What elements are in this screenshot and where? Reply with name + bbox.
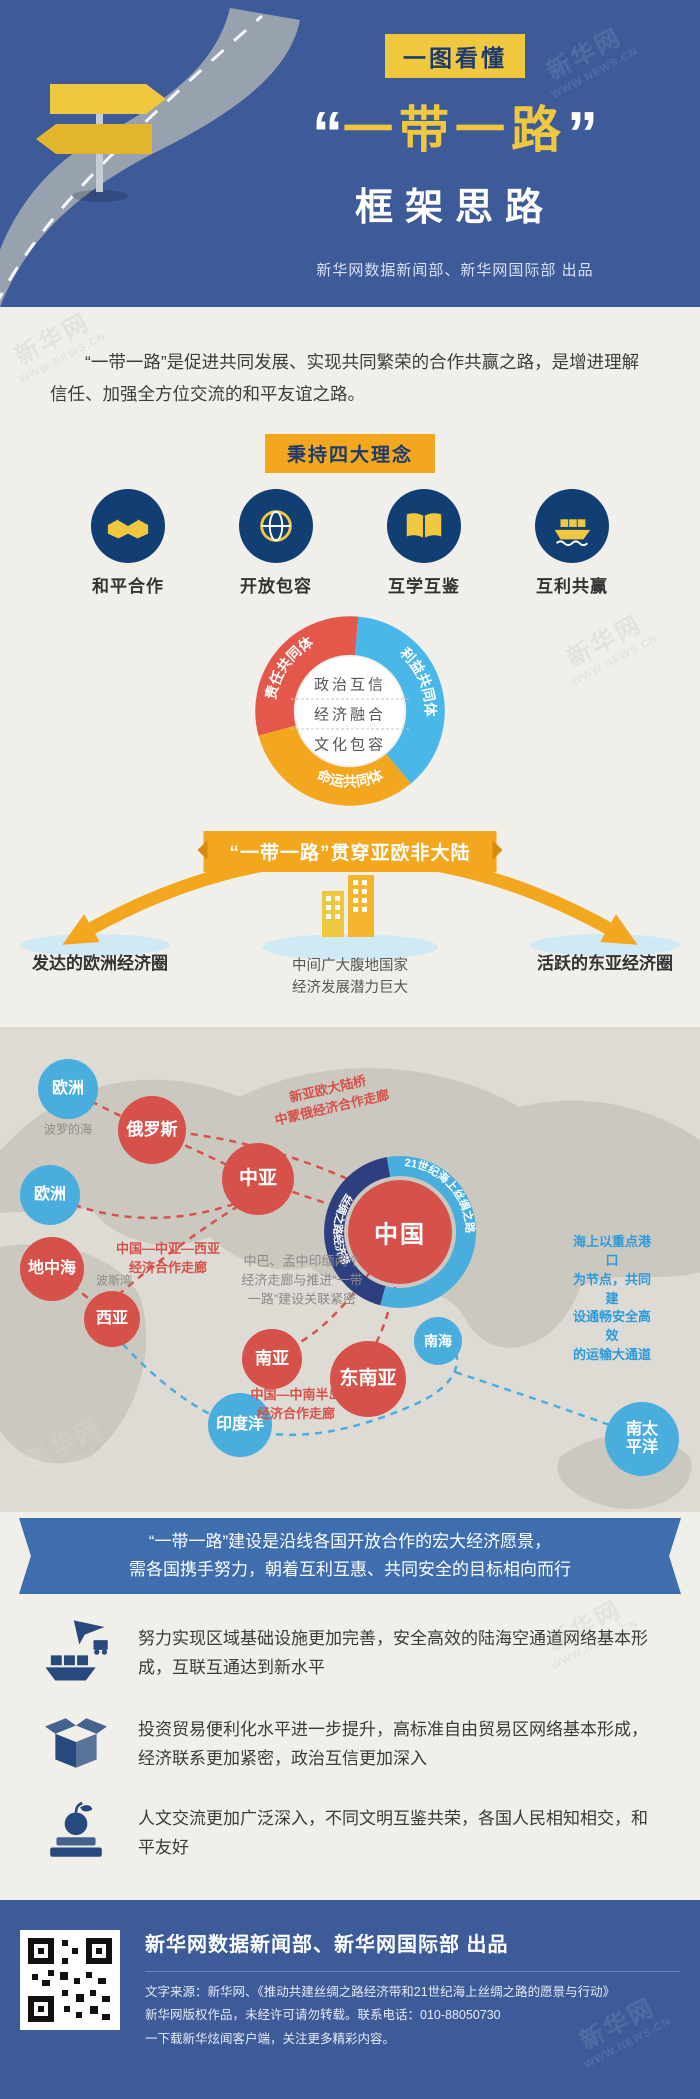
- map-node-europe-south: 欧洲: [20, 1165, 80, 1225]
- road-centerline: [0, 14, 263, 301]
- china-label: 中国: [374, 1221, 426, 1249]
- open-box-icon: [45, 1718, 107, 1768]
- map-node-west-asia: 西亚: [84, 1291, 140, 1347]
- ring-center-text: 政治互信 经济融合 文化包容: [291, 669, 409, 758]
- quote-open: “: [312, 100, 343, 169]
- footer-credit: 新华网数据新闻部、新华网国际部 出品: [145, 1934, 509, 1956]
- concept-mutual-learning: 互学互鉴: [374, 489, 474, 597]
- footer-copyright: 新华网版权作品，未经许可请勿转载。联系电话：010-88050730: [145, 2008, 501, 2023]
- baltic-sea-label: 波罗的海: [43, 1122, 93, 1137]
- footer-source: 文字来源：新华网、《推动共建丝绸之路经济带和21世纪海上丝绸之路的愿景与行动》: [145, 1985, 616, 1999]
- map-node-central-asia: 中亚: [222, 1143, 294, 1215]
- annotation-peninsula-corridor: 中国—中南半岛 经济合作走廊: [250, 1387, 342, 1421]
- ring-segment-interest: [354, 616, 445, 784]
- sea-routes: [117, 1318, 616, 1437]
- ring-label-destiny: 命运共同体: [314, 766, 386, 789]
- corridor-banner: “一带一路”贯穿亚欧非大陆: [197, 831, 503, 872]
- quote-close: ”: [567, 100, 598, 169]
- europe-circle-label: 发达的欧洲经济圈: [32, 954, 168, 973]
- sign-arrow-left-icon: [36, 124, 152, 154]
- map-node-south-asia: 南亚: [242, 1329, 302, 1389]
- map-node-south-china-sea: 南海: [414, 1317, 462, 1365]
- svg-text:命运共同体: 命运共同体: [314, 766, 386, 789]
- road-illustration: [0, 8, 300, 307]
- hinterland-label: 中间广大腹地国家 经济发展潜力巨大: [292, 958, 408, 997]
- buildings-icon: [322, 875, 374, 937]
- goal-infrastructure: 努力实现区域基础设施更加完善，安全高效的陆海空通道网络基本形成，互联互通达到新水…: [40, 1616, 660, 1691]
- vision-banner: “一带一路”建设是沿线各国开放合作的宏大经济愿景， 需各国携手努力，朝着互利互惠…: [19, 1518, 681, 1594]
- header-credit: 新华网数据新闻部、新华网国际部 出品: [316, 262, 594, 279]
- header-badge: 一图看懂: [385, 34, 525, 78]
- concept-mutual-benefit: 互利共赢: [522, 489, 622, 597]
- concepts-section: 秉持四大理念 和平合作 开放包容: [0, 432, 700, 597]
- china-ring: 丝绸之路经济带 21世纪海上丝绸之路: [324, 1156, 477, 1308]
- handshake-icon: [107, 518, 149, 539]
- footer-app-note: 一下载新华炫闻客户端，关注更多精彩内容。: [145, 2031, 396, 2046]
- map-node-south-pacific: 南太平洋: [605, 1402, 679, 1476]
- annotation-central-asia-corridor: 中国—中亚—西亚 经济合作走廊: [115, 1241, 221, 1275]
- transport-icon: [45, 1620, 108, 1681]
- map-node-russia: 俄罗斯: [118, 1096, 186, 1164]
- concepts-badge: 秉持四大理念: [264, 434, 435, 473]
- footer: 新华网数据新闻部、新华网国际部 出品 文字来源：新华网、《推动共建丝绸之路经济带…: [0, 1900, 700, 2099]
- persian-gulf-label: 波斯湾: [95, 1273, 133, 1288]
- ring-segment-responsibility: [255, 616, 359, 736]
- apple-books-icon: [50, 1801, 102, 1857]
- annotation-sea-route: 海上以重点港口 为节点，共同建 设通畅安全高效 的运输大通道: [572, 1234, 651, 1363]
- globe-icon: [260, 510, 292, 542]
- silk-road-belt-arc: [324, 1157, 391, 1306]
- map-node-mediterranean: 地中海: [20, 1237, 84, 1301]
- open-book-icon: [406, 513, 442, 539]
- ring-segment-destiny: [258, 724, 411, 806]
- sign-arrow-right-icon: [50, 84, 166, 114]
- community-ring-chart: 利益共同体 责任共同体 命运共同体: [255, 616, 445, 806]
- qr-code: [20, 1930, 120, 2030]
- asia-circle-label: 活跃的东亚经济圈: [537, 954, 673, 973]
- goal-trade: 投资贸易便利化水平进一步提升，高标准自由贸易区网络基本形成，经济联系更加紧密，政…: [40, 1709, 660, 1780]
- intro-paragraph: “一带一路”是促进共同发展、实现共同繁荣的合作共赢之路，是增进理解信任、加强全方…: [50, 352, 640, 404]
- annotation-two-corridors: 中巴、孟中印缅两个 经济走廊与推进“一带 一路”建设关联紧密: [241, 1253, 363, 1307]
- vision-banner-section: “一带一路”建设是沿线各国开放合作的宏大经济愿景， 需各国携手努力，朝着互利互惠…: [0, 1512, 700, 1602]
- vision-banner-text: “一带一路”建设是沿线各国开放合作的宏大经济愿景， 需各国携手努力，朝着互利互惠…: [129, 1531, 571, 1579]
- map-node-indian-ocean: 印度洋: [208, 1393, 272, 1457]
- page-title: “一带一路”: [312, 100, 598, 169]
- map-node-southeast-asia: 东南亚: [330, 1341, 406, 1417]
- concept-openness: 开放包容: [226, 489, 326, 597]
- corridor-section: “一带一路”贯穿亚欧非大陆 发达的欧洲经济圈 活跃的东亚经济圈 中间: [0, 827, 700, 1027]
- concept-peace-cooperation: 和平合作: [78, 489, 178, 597]
- map-node-china: 丝绸之路经济带 21世纪海上丝绸之路 中国: [315, 1147, 485, 1317]
- map-node-europe-north: 欧洲: [38, 1059, 98, 1119]
- page-subtitle: 框架思路: [354, 187, 555, 229]
- maritime-silk-road-arc: [380, 1156, 477, 1308]
- goal-culture: 人文交流更加广泛深入，不同文明互鉴共荣，各国人民相知相交，和平友好: [40, 1798, 660, 1869]
- cargo-ship-icon: [554, 519, 591, 547]
